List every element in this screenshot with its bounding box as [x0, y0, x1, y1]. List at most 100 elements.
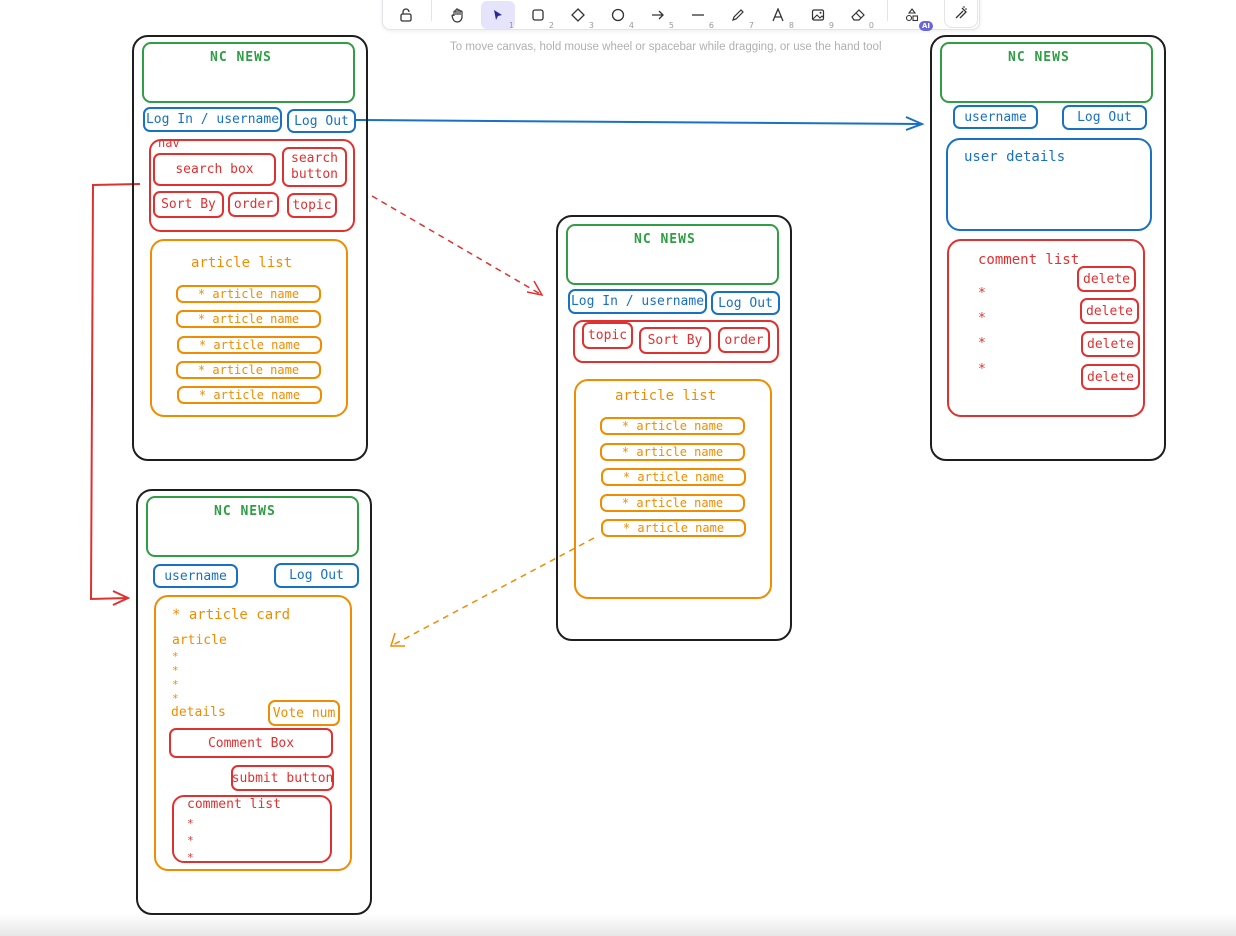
user-details-box[interactable] [946, 138, 1152, 231]
eraser-tool[interactable]: 0 [841, 1, 875, 30]
shortcut-key: 5 [668, 21, 674, 30]
phone-frame[interactable] [930, 35, 1166, 461]
arrow-list-to-article-page[interactable] [89, 183, 141, 601]
logout-button[interactable]: Log Out [274, 563, 359, 588]
article-name-item[interactable]: * article name [177, 386, 322, 404]
phone-frame[interactable] [556, 215, 792, 641]
article-bullet: * [172, 678, 179, 691]
shortcut-key: 6 [708, 21, 714, 30]
shapes-icon [905, 8, 919, 22]
article-name-item[interactable]: * article name [176, 285, 321, 303]
username-button[interactable]: username [153, 564, 238, 588]
login-button[interactable]: Log In / username [568, 289, 707, 314]
article-name-item[interactable]: * article name [601, 519, 746, 537]
shortcut-key: 1 [508, 21, 514, 30]
laser-pointer-button[interactable] [944, 0, 978, 28]
nav-label: nav [158, 136, 180, 150]
logout-button[interactable]: Log Out [711, 291, 780, 315]
more-tools-button[interactable]: AI [895, 1, 933, 31]
logout-button[interactable]: Log Out [1062, 105, 1147, 130]
arrow-logout-to-user[interactable] [355, 119, 923, 125]
selection-tool[interactable]: 1 [481, 1, 515, 30]
arrow-tool[interactable]: 5 [641, 1, 675, 30]
app-title: NC NEWS [1008, 50, 1070, 65]
ellipse-icon [611, 8, 625, 22]
filter-box[interactable] [573, 320, 779, 363]
login-button[interactable]: Log In / username [143, 107, 282, 132]
arrow-head [905, 116, 925, 131]
rectangle-tool[interactable]: 2 [521, 1, 555, 30]
search-button[interactable]: search button [282, 147, 347, 187]
article-card-box[interactable] [154, 595, 352, 871]
delete-button[interactable]: delete [1080, 298, 1139, 324]
canvas-hint: To move canvas, hold mouse wheel or spac… [450, 41, 882, 53]
comment-bullet: * [978, 336, 986, 351]
image-tool[interactable]: 9 [801, 1, 835, 30]
article-name-item[interactable]: * article name [600, 417, 745, 435]
logout-button[interactable]: Log Out [287, 109, 356, 133]
header-box[interactable] [142, 42, 355, 103]
shortcut-key: 0 [868, 21, 874, 30]
nav-box[interactable] [149, 139, 355, 232]
text-icon [772, 8, 784, 22]
search-box[interactable]: search box [153, 153, 276, 186]
arrow-head [112, 590, 131, 606]
toolbar-divider [887, 0, 888, 21]
comment-box[interactable]: Comment Box [169, 728, 333, 758]
toolbar-divider [431, 0, 432, 21]
diamond-tool[interactable]: 3 [561, 1, 595, 30]
pencil-icon [732, 9, 744, 21]
comment-bullet: * [978, 362, 986, 377]
article-list-box[interactable] [574, 379, 772, 599]
line-tool[interactable]: 6 [681, 1, 715, 30]
pointer-icon [494, 10, 502, 20]
image-icon [811, 9, 825, 21]
article-name-item[interactable]: * article name [177, 336, 322, 354]
shortcut-key: 4 [628, 21, 634, 30]
article-list-box[interactable] [150, 239, 348, 417]
topic-button[interactable]: topic [287, 193, 337, 218]
delete-button[interactable]: delete [1077, 266, 1136, 292]
lock-icon[interactable] [389, 1, 423, 29]
arrow-article-to-article-page[interactable] [390, 537, 595, 647]
article-bullet: * [172, 692, 179, 705]
header-box[interactable] [146, 496, 359, 557]
shortcut-key: 9 [828, 21, 834, 30]
article-name-item[interactable]: * article name [601, 468, 746, 486]
article-name-item[interactable]: * article name [176, 310, 321, 328]
delete-button[interactable]: delete [1081, 364, 1140, 390]
username-button[interactable]: username [953, 105, 1038, 129]
header-box[interactable] [566, 224, 779, 285]
arrow-topic-to-topic-page[interactable] [371, 195, 543, 296]
eraser-icon [851, 9, 865, 21]
order-button[interactable]: order [228, 192, 279, 217]
comment-list-box[interactable] [172, 795, 332, 863]
ellipse-tool[interactable]: 4 [601, 1, 635, 30]
user-details-label: user details [964, 149, 1066, 165]
hand-icon[interactable] [441, 1, 475, 29]
bottom-edge-shadow [0, 914, 1236, 936]
rectangle-icon [532, 9, 544, 21]
order-button[interactable]: order [718, 327, 770, 353]
article-name-item[interactable]: * article name [600, 443, 745, 461]
shortcut-key: 3 [588, 21, 594, 30]
shortcut-key: 2 [548, 21, 554, 30]
sort-by-button[interactable]: Sort By [639, 327, 711, 354]
comment-list-box[interactable] [947, 239, 1145, 417]
article-name-item[interactable]: * article name [600, 494, 745, 512]
text-tool[interactable]: 8 [761, 1, 795, 30]
arrow-icon [652, 10, 664, 20]
comment-bullet: * [978, 311, 986, 326]
sort-by-button[interactable]: Sort By [153, 191, 224, 218]
vote-num-button[interactable]: Vote num [268, 700, 340, 726]
comment-list-label: comment list [978, 252, 1080, 268]
header-box[interactable] [940, 42, 1153, 103]
submit-button[interactable]: submit button [231, 765, 334, 791]
delete-button[interactable]: delete [1081, 331, 1140, 357]
article-name-item[interactable]: * article name [176, 361, 321, 379]
phone-frame[interactable] [132, 35, 368, 461]
draw-tool[interactable]: 7 [721, 1, 755, 30]
arrow-head [526, 280, 544, 297]
topic-button[interactable]: topic [582, 322, 633, 349]
